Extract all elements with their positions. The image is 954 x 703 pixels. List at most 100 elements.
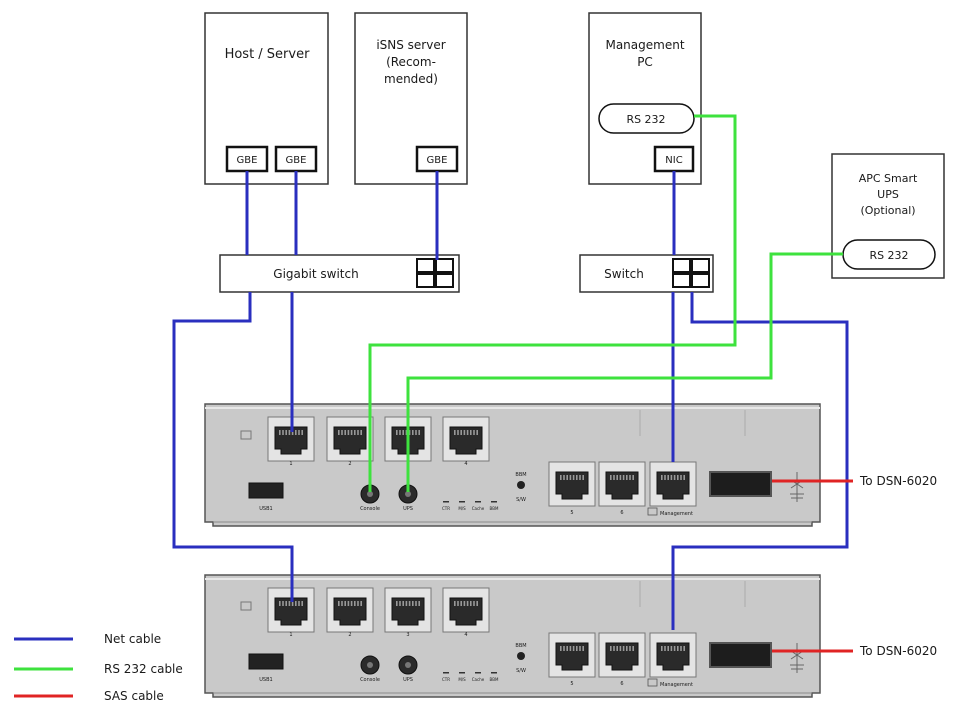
bbm-switch <box>517 652 525 660</box>
isns-server-box: iSNS server (Recom- mended) GBE <box>354 12 468 185</box>
mgmt-rs232-port <box>598 103 695 134</box>
led-label-4: BBM <box>490 677 499 682</box>
led-indicator <box>459 501 465 503</box>
legend-rs232-label: RS 232 cable <box>104 662 183 676</box>
led-indicator <box>443 501 449 503</box>
port-number-4: 4 <box>464 632 467 638</box>
ups-title-line-2: UPS <box>877 188 899 201</box>
apc-ups-box: APC Smart UPS (Optional) RS 232 <box>831 153 945 279</box>
led-indicator <box>459 672 465 674</box>
ups-title-line-1: APC Smart <box>859 172 918 185</box>
port-number-5: 5 <box>570 510 573 516</box>
usb-label: USB1 <box>259 677 272 683</box>
management-port <box>649 461 697 507</box>
port-number-1: 1 <box>289 632 292 638</box>
mgmt-rs232-label: RS 232 <box>626 113 665 126</box>
bbm-label: BBM <box>515 643 526 649</box>
sas-target-label-2: To DSN-6020 <box>859 644 937 658</box>
ups-rs232-label: RS 232 <box>869 249 908 262</box>
led-indicator <box>475 501 481 503</box>
led-indicator <box>491 672 497 674</box>
usb-label: USB1 <box>259 506 272 512</box>
net-cables <box>172 171 849 630</box>
isns-title-line-2: (Recom- <box>386 55 436 69</box>
console-port-label: Console <box>360 506 380 512</box>
rj45-port-1 <box>267 416 315 462</box>
legend-sas-label: SAS cable <box>104 689 164 703</box>
isns-title-line-1: iSNS server <box>376 38 445 52</box>
isns-title-line-3: mended) <box>384 72 438 86</box>
sas-target-label-1: To DSN-6020 <box>859 474 937 488</box>
port-number-2: 2 <box>348 461 351 467</box>
legend-net-label: Net cable <box>104 632 161 646</box>
bbm-switch <box>517 481 525 489</box>
bbm-label: BBM <box>515 472 526 478</box>
port-number-1: 1 <box>289 461 292 467</box>
rs232-cable-mgmt-to-console <box>368 114 737 492</box>
rj45-port-2 <box>326 416 374 462</box>
management-icon <box>647 678 658 687</box>
console-port-label: Console <box>360 677 380 683</box>
rs232-cables <box>368 114 843 492</box>
status-indicator-icon <box>240 601 252 611</box>
sas-port <box>709 471 772 497</box>
net-cable-switch-to-unit2-mgmt <box>671 292 849 630</box>
management-pc-box: Management PC RS 232 NIC <box>588 12 702 185</box>
led-label-2: M/S <box>458 677 466 682</box>
rj45-port-5 <box>548 632 596 678</box>
led-label-3: Cache <box>472 677 485 682</box>
port-number-4: 4 <box>464 461 467 467</box>
led-label-1: CTR <box>442 677 450 682</box>
switch-label: Switch <box>604 267 644 281</box>
status-indicator-icon <box>240 430 252 440</box>
net-cable-gigabit-to-unit2 <box>172 292 294 602</box>
port-number-3: 3 <box>406 632 409 638</box>
mgmt-title-line-1: Management <box>605 38 684 52</box>
isns-gbe-port-label: GBE <box>427 155 448 166</box>
bbm-sw-label: S/W <box>516 497 526 503</box>
led-label-2: M/S <box>458 506 466 511</box>
port-number-5: 5 <box>570 681 573 687</box>
usb-port <box>248 653 284 670</box>
gigabit-switch-label: Gigabit switch <box>273 267 358 281</box>
management-label: Management <box>660 682 693 688</box>
led-label-1: CTR <box>442 506 450 511</box>
rj45-port-4 <box>442 587 490 633</box>
led-indicator <box>443 672 449 674</box>
ups-title-line-3: (Optional) <box>860 204 915 217</box>
rj45-port-6 <box>598 461 646 507</box>
gbe-port-1-label: GBE <box>237 155 258 166</box>
led-indicator <box>475 672 481 674</box>
bbm-sw-label: S/W <box>516 668 526 674</box>
nic-port <box>653 145 695 173</box>
management-port <box>649 632 697 678</box>
sas-cables <box>772 479 853 653</box>
rj45-port-4 <box>442 416 490 462</box>
led-indicator <box>491 501 497 503</box>
rj45-port-2 <box>326 587 374 633</box>
legend: Net cable RS 232 cable SAS cable <box>14 632 183 703</box>
usb-port <box>248 482 284 499</box>
port-number-6: 6 <box>620 681 623 687</box>
switch: Switch <box>579 254 714 293</box>
host-server-title: Host / Server <box>225 47 311 62</box>
management-label: Management <box>660 511 693 517</box>
nic-label: NIC <box>665 155 682 166</box>
port-number-2: 2 <box>348 632 351 638</box>
led-label-4: BBM <box>490 506 499 511</box>
ups-port-label: UPS <box>403 506 413 512</box>
rj45-port-3 <box>384 587 432 633</box>
gbe-port-2-label: GBE <box>286 155 307 166</box>
sas-port <box>709 642 772 668</box>
rj45-port-5 <box>548 461 596 507</box>
mgmt-title-line-2: PC <box>637 55 653 69</box>
host-server-box: Host / Server GBE GBE <box>204 12 329 185</box>
ups-port-label: UPS <box>403 677 413 683</box>
rj45-port-6 <box>598 632 646 678</box>
port-number-6: 6 <box>620 510 623 516</box>
management-icon <box>647 507 658 516</box>
led-label-3: Cache <box>472 506 485 511</box>
rs232-cable-ups-to-ups-port <box>406 252 843 492</box>
